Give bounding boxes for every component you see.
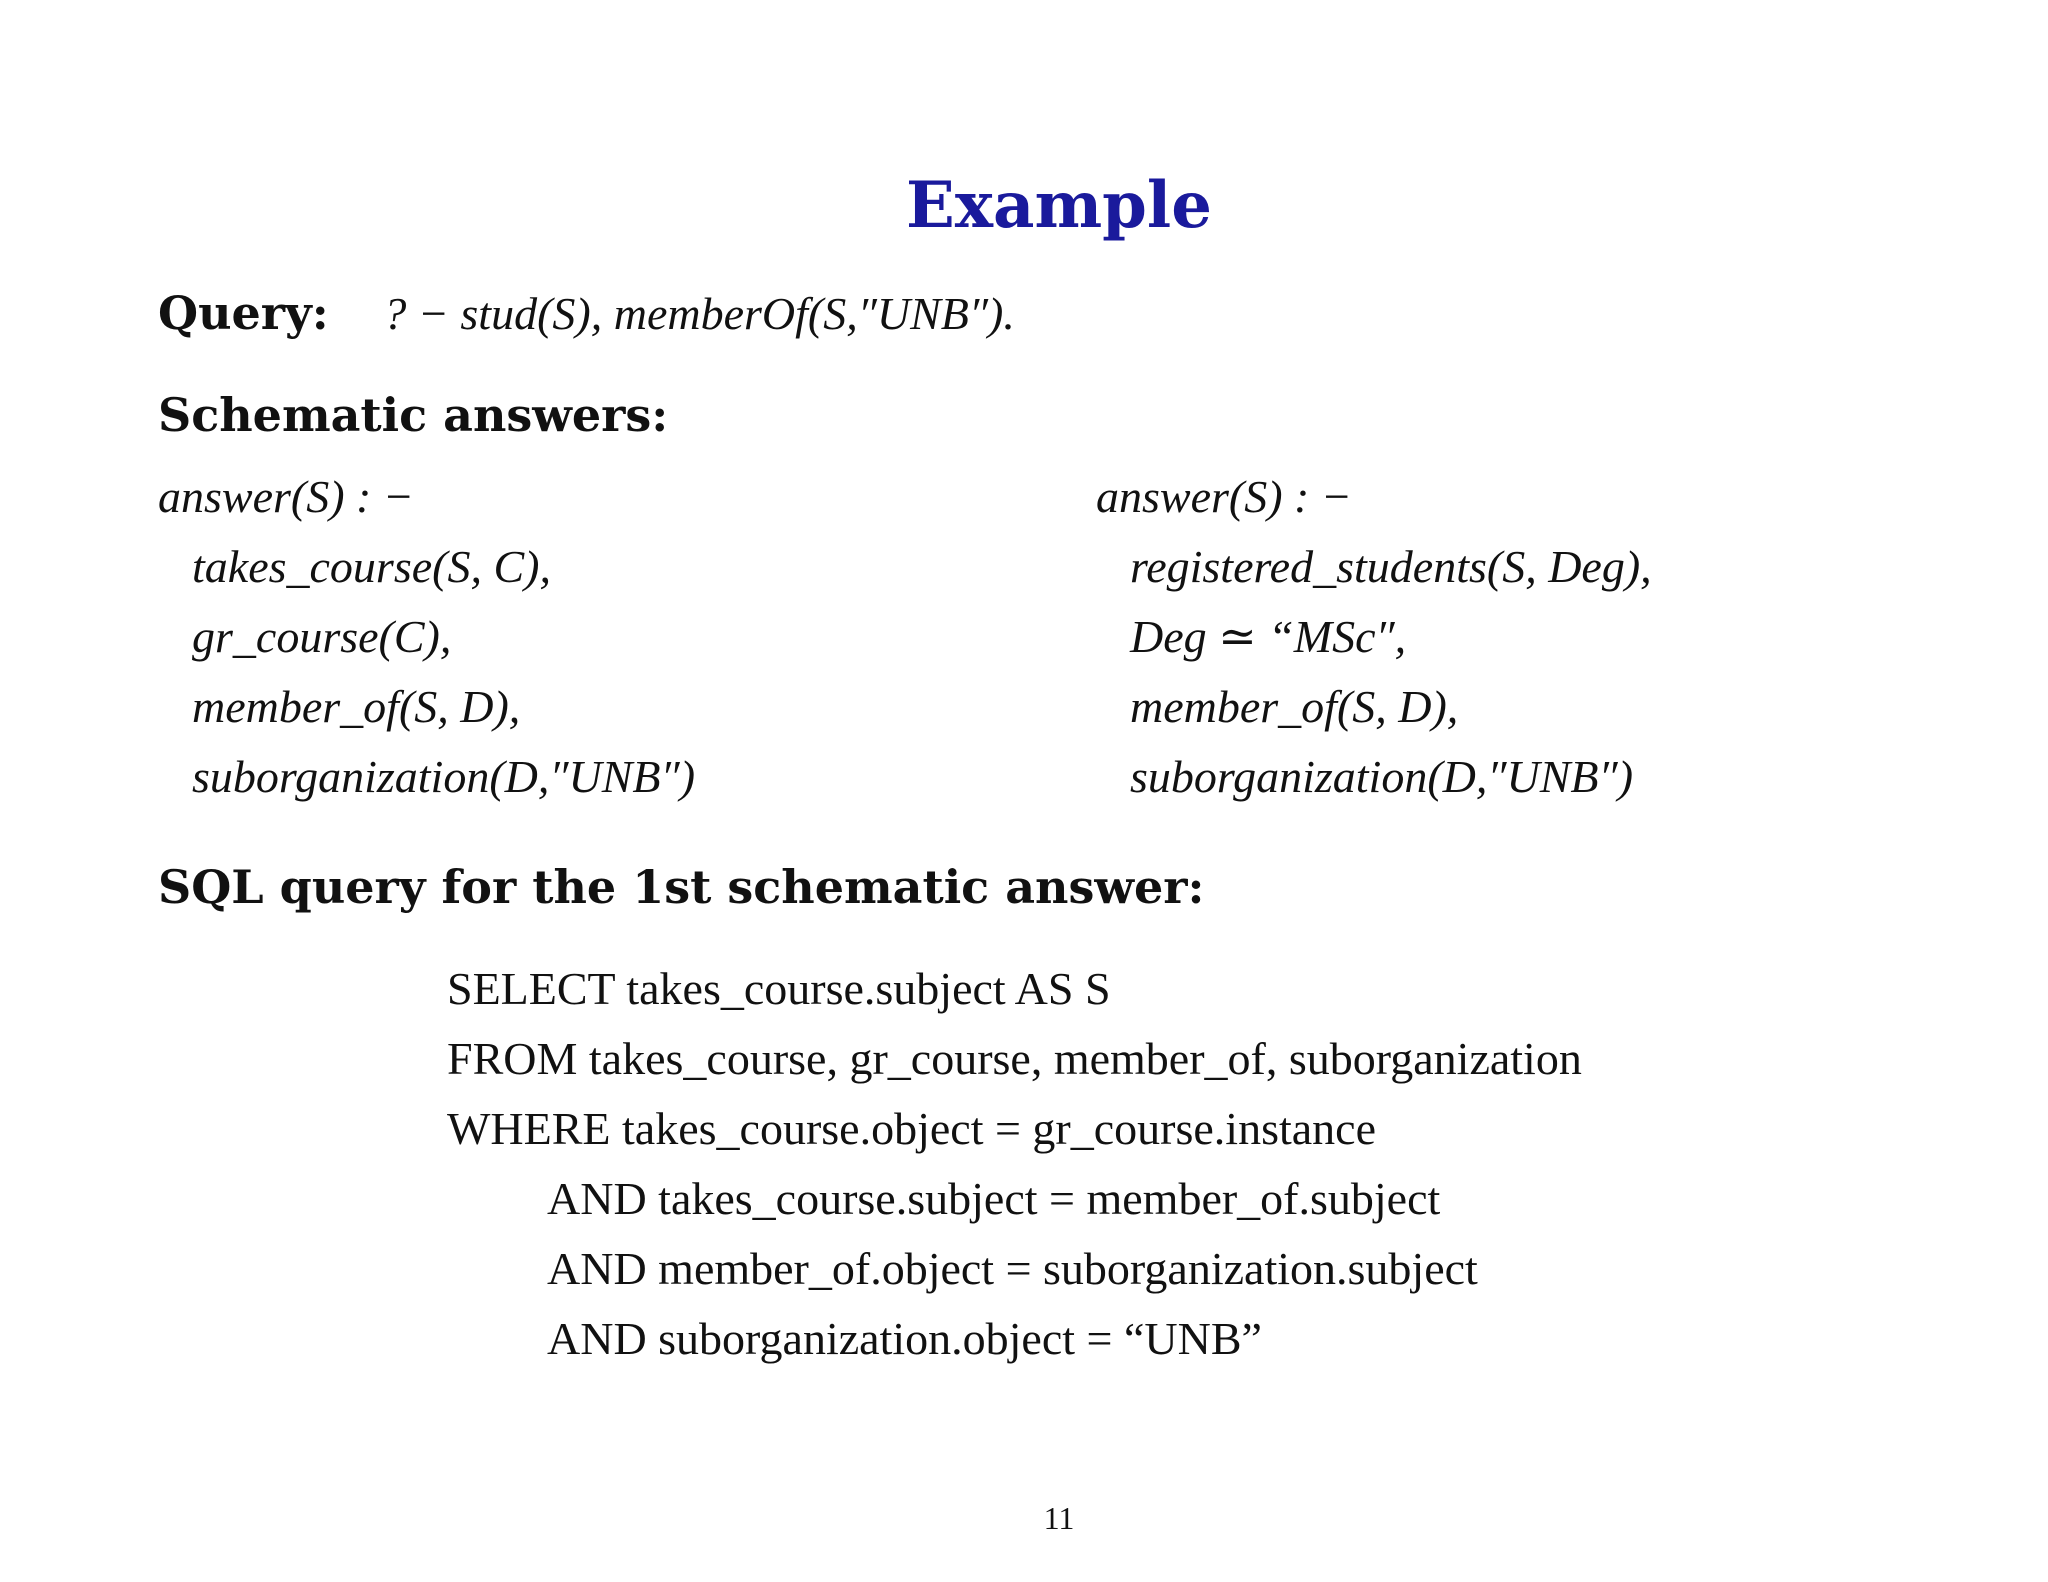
answer-right-line: answer(S) : − [1096, 471, 1352, 522]
answer-right-line: suborganization(D,″UNB″) [1130, 751, 1634, 802]
sql-line: SELECT takes_course.subject AS S [447, 963, 1111, 1014]
sql-query-label: SQL query for the 1st schematic answer: [158, 860, 1205, 914]
sql-line: WHERE takes_course.object = gr_course.in… [447, 1103, 1377, 1154]
answer-left-line: answer(S) : − [158, 471, 414, 522]
page-number: 11 [1043, 1500, 1075, 1536]
query-expression: ? − stud(S), memberOf(S,″UNB″). [383, 288, 1015, 339]
slide-title: Example [906, 168, 1212, 243]
query-label: Query: [158, 286, 329, 340]
answer-right-line: registered_students(S, Deg), [1130, 541, 1652, 592]
query-row: Query: ? − stud(S), memberOf(S,″UNB″). [158, 290, 1015, 337]
sql-line: AND member_of.object = suborganization.s… [547, 1243, 1478, 1294]
answer-right-line: Deg ≃ “MSc″, [1130, 611, 1407, 662]
sql-line: AND takes_course.subject = member_of.sub… [547, 1173, 1441, 1224]
answer-left-line: suborganization(D,″UNB″) [192, 751, 696, 802]
answer-left-line: takes_course(S, C), [192, 541, 551, 592]
sql-line: AND suborganization.object = “UNB” [547, 1313, 1262, 1364]
answer-left-line: member_of(S, D), [192, 681, 521, 732]
answer-right-line: member_of(S, D), [1130, 681, 1459, 732]
sql-line: FROM takes_course, gr_course, member_of,… [447, 1033, 1582, 1084]
schematic-answers-label: Schematic answers: [158, 388, 669, 442]
answer-left-line: gr_course(C), [192, 611, 452, 662]
